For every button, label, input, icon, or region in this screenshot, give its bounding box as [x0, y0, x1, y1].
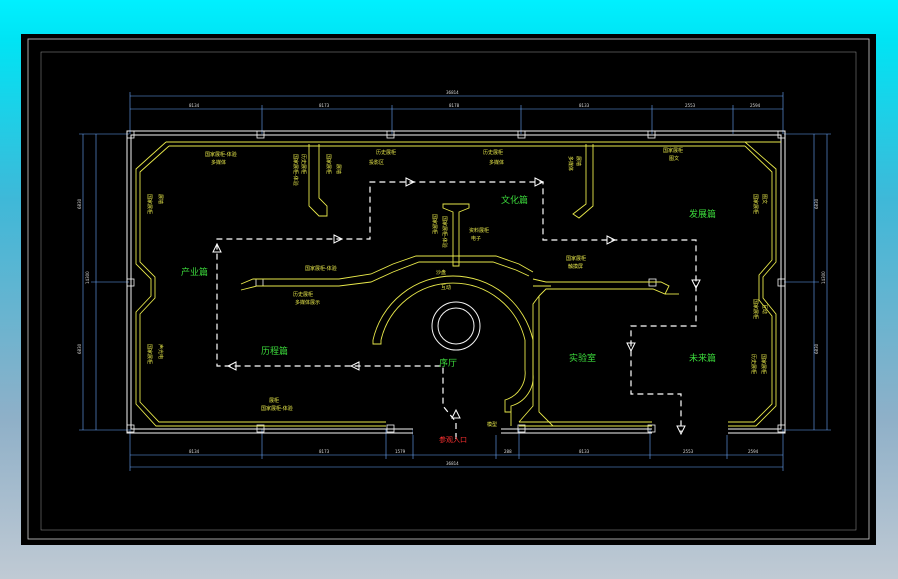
- svg-text:6830: 6830: [814, 198, 819, 209]
- annotation: 国家展柜: [146, 344, 153, 364]
- annotations: 国家展柜-体验 多媒体 历史展柜 投影区 历史展柜 多媒体 国家展柜 图文 国家…: [146, 147, 768, 428]
- svg-text:2594: 2594: [748, 449, 759, 454]
- svg-text:14300: 14300: [85, 271, 90, 284]
- annotation: 多媒体: [567, 156, 574, 171]
- room-labels: 产业篇 历程篇 序厅 实验室 未来篇 文化篇 发展篇: [181, 194, 716, 369]
- annotation: 国家展柜: [663, 147, 683, 154]
- annotation: 历史展柜: [750, 354, 757, 374]
- center-circle: [431, 301, 481, 351]
- annotation: 声光电: [157, 344, 164, 359]
- annotation: 国家展柜: [760, 354, 767, 374]
- svg-text:6830: 6830: [814, 343, 819, 354]
- annotation: 电子: [471, 235, 481, 242]
- annotation: 历史展柜: [300, 154, 307, 174]
- annotation: 图文: [761, 194, 768, 204]
- annotation: 展柜: [269, 397, 279, 404]
- annotation: 多媒体展示: [295, 299, 320, 306]
- svg-text:2553: 2553: [685, 103, 696, 108]
- room-label-history: 历程篇: [261, 345, 288, 357]
- visitor-route: [216, 181, 697, 439]
- annotation: 国家展柜: [431, 214, 438, 234]
- annotation: 国家展柜-体验: [441, 216, 448, 248]
- svg-text:6830: 6830: [77, 198, 82, 209]
- svg-text:2594: 2594: [750, 103, 761, 108]
- room-label-lobby: 序厅: [439, 357, 457, 369]
- annotation: 资料展柜: [469, 227, 489, 234]
- annotation: 国家展柜-体验: [261, 405, 293, 412]
- inner-walls: [135, 141, 781, 427]
- annotation: 多媒体: [489, 159, 504, 166]
- annotation: 国家展柜-体验: [292, 154, 299, 186]
- room-label-development: 发展篇: [689, 208, 716, 220]
- dimension-sides: [79, 133, 831, 431]
- annotation: 图文: [669, 155, 679, 162]
- svg-text:8134: 8134: [189, 103, 200, 108]
- annotation: 历史展柜: [376, 149, 396, 156]
- svg-text:36814: 36814: [446, 461, 459, 466]
- columns: [126, 130, 786, 433]
- exit-gap: [652, 427, 728, 435]
- dimension-labels: 36814 8134 8173 8178 8133 2553 2594 8134…: [77, 90, 826, 466]
- annotation: 展墙: [575, 156, 582, 166]
- annotation: 模型: [487, 421, 497, 428]
- room-label-culture: 文化篇: [501, 194, 528, 206]
- svg-text:8133: 8133: [579, 103, 590, 108]
- annotation: 互动: [441, 284, 451, 291]
- drawing-frame-outer: [27, 38, 870, 540]
- svg-text:6830: 6830: [77, 343, 82, 354]
- annotation: 国家展柜-体验: [305, 265, 337, 272]
- room-label-industry: 产业篇: [181, 266, 208, 278]
- svg-text:8133: 8133: [579, 449, 590, 454]
- floor-plan: 36814 8134 8173 8178 8133 2553 2594 8134…: [27, 38, 870, 540]
- annotation: 国家展柜-体验: [205, 151, 237, 158]
- annotation: 国家展柜: [325, 154, 332, 174]
- entrance-gap: [413, 427, 501, 435]
- svg-text:36814: 36814: [446, 90, 459, 95]
- annotation: 多媒体: [211, 159, 226, 166]
- annotation: 国家展柜: [146, 194, 153, 214]
- svg-text:8134: 8134: [189, 449, 200, 454]
- annotation: 历史展柜: [483, 149, 503, 156]
- svg-text:8173: 8173: [319, 449, 330, 454]
- room-label-future: 未来篇: [689, 352, 716, 364]
- annotation: 触摸屏: [568, 263, 583, 270]
- dimension-top: [129, 92, 784, 134]
- annotation: 沙盘: [436, 269, 446, 276]
- svg-text:14300: 14300: [821, 271, 826, 284]
- svg-text:2553: 2553: [683, 449, 694, 454]
- room-label-lab: 实验室: [569, 352, 596, 364]
- drawing-frame-inner: [40, 51, 857, 531]
- annotation: 展墙: [157, 194, 164, 204]
- svg-text:288: 288: [504, 449, 512, 454]
- cad-viewport[interactable]: 36814 8134 8173 8178 8133 2553 2594 8134…: [21, 34, 876, 545]
- svg-text:8173: 8173: [319, 103, 330, 108]
- entrance-label: 参观入口: [439, 435, 467, 444]
- annotation: 历史展柜: [293, 291, 313, 298]
- route-arrows: [212, 177, 701, 436]
- outer-walls: [126, 130, 786, 434]
- annotation: 国家展柜: [566, 255, 586, 262]
- annotation: 国家展柜: [752, 194, 759, 214]
- annotation: 展墙: [335, 164, 342, 174]
- annotation: 互动: [761, 304, 768, 314]
- annotation: 国家展柜: [752, 299, 759, 319]
- svg-text:8178: 8178: [449, 103, 460, 108]
- svg-text:1579: 1579: [395, 449, 406, 454]
- annotation: 投影区: [369, 159, 384, 166]
